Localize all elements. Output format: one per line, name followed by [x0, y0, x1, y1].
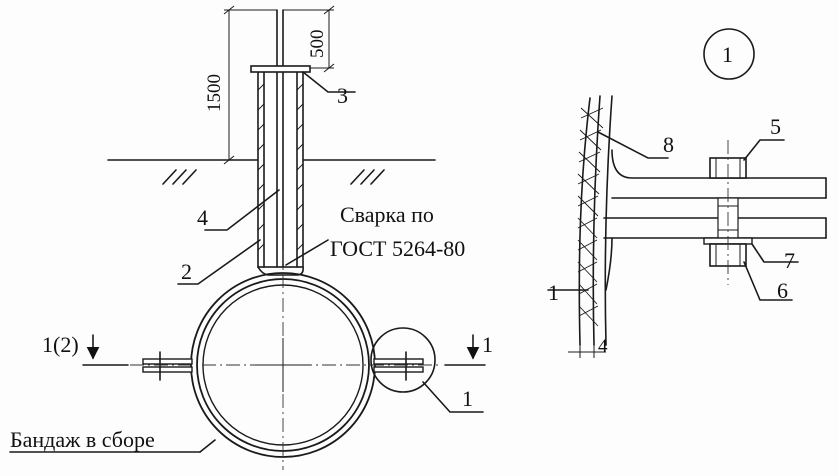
callout-2: 2: [181, 259, 192, 284]
callout-5: 5: [770, 114, 781, 139]
dimension-500: 500: [307, 30, 328, 59]
protective-tube: [257, 69, 304, 268]
callout-4: 4: [197, 205, 208, 230]
callout-1: 1: [548, 280, 559, 305]
dimension-1500: 1500: [204, 74, 225, 112]
detail-title: 1: [722, 42, 733, 67]
centerlines: [130, 250, 440, 470]
callout-8: 8: [663, 132, 674, 157]
weld-note-line2: ГОСТ 5264-80: [330, 236, 465, 261]
detail-circle: [370, 327, 436, 393]
callout-3: 3: [337, 83, 348, 108]
inner-rod: [276, 9, 284, 268]
detail-title-circle: [703, 28, 755, 80]
leader-lines: [9, 71, 484, 453]
callout-7: 7: [784, 248, 795, 273]
detail-bolt: [703, 140, 753, 285]
bandage-lugs: [142, 351, 424, 381]
detail-pipe-wall: [577, 95, 613, 346]
bandage-note: Бандаж в сборе: [10, 427, 155, 452]
section-label-left: 1(2): [42, 332, 79, 357]
section-marks: [82, 334, 486, 366]
weld-note-line1: Сварка по: [340, 202, 434, 227]
cap-plate: [250, 65, 311, 73]
detail-leaders: [547, 131, 799, 358]
dimension-lines: [223, 5, 335, 165]
section-label-right: 1: [482, 332, 493, 357]
callout-detail-ref: 1: [462, 386, 473, 411]
callout-6: 6: [777, 278, 788, 303]
detail-dimension-4: 4: [598, 336, 608, 357]
